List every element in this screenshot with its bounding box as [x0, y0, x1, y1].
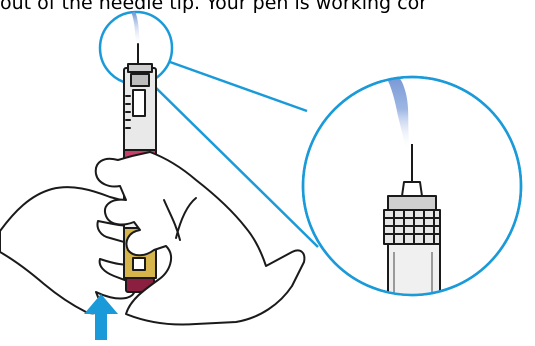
hands-holding-pen — [0, 43, 306, 326]
up-arrow — [84, 294, 118, 340]
magnified-needle-tip — [301, 57, 523, 297]
liquid-drop — [366, 57, 389, 75]
callout-lines — [149, 60, 319, 248]
caption-text: out of the needle tip. Your pen is worki… — [0, 0, 428, 14]
